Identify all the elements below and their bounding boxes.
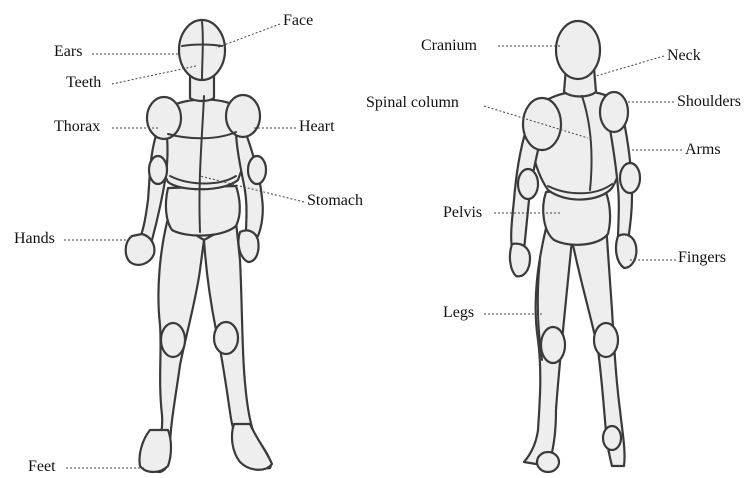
back-right-knee <box>594 323 618 357</box>
back-left-elbow <box>518 169 538 199</box>
label-teeth: Teeth <box>66 75 101 91</box>
label-arms: Arms <box>685 142 721 158</box>
label-neck: Neck <box>667 48 701 64</box>
back-left-knee <box>541 327 565 363</box>
back-left-hand <box>510 244 530 277</box>
label-stomach: Stomach <box>307 193 363 209</box>
leader-teeth <box>112 66 196 84</box>
label-cranium: Cranium <box>421 38 477 54</box>
front-right-elbow <box>248 156 266 184</box>
back-figure <box>510 21 640 472</box>
front-left-elbow <box>149 156 167 184</box>
label-pelvis: Pelvis <box>443 205 482 221</box>
label-legs: Legs <box>443 305 474 321</box>
front-right-foot <box>232 424 272 470</box>
back-left-heel <box>537 452 559 472</box>
label-spinal-column: Spinal column <box>366 95 459 111</box>
leader-neck <box>596 56 664 76</box>
label-shoulders: Shoulders <box>677 94 741 110</box>
front-pelvis <box>166 186 240 236</box>
front-left-arm <box>140 128 168 240</box>
front-left-foot <box>139 430 171 472</box>
front-right-hand <box>238 230 258 262</box>
back-head <box>556 21 600 79</box>
label-hands: Hands <box>14 231 55 247</box>
front-left-shoulder <box>147 97 181 139</box>
label-thorax: Thorax <box>54 119 100 135</box>
label-feet: Feet <box>28 459 56 475</box>
back-right-shoulder <box>600 92 628 132</box>
back-right-elbow <box>620 163 640 193</box>
back-right-heel <box>603 426 621 450</box>
label-fingers: Fingers <box>678 250 726 266</box>
front-figure <box>126 20 272 472</box>
front-right-shoulder <box>226 95 260 137</box>
front-left-hand <box>126 234 155 265</box>
label-face: Face <box>283 13 313 29</box>
label-heart: Heart <box>299 119 335 135</box>
label-ears: Ears <box>54 44 82 60</box>
front-right-knee <box>214 322 238 354</box>
back-right-hand <box>616 234 636 268</box>
front-left-knee <box>161 323 185 357</box>
